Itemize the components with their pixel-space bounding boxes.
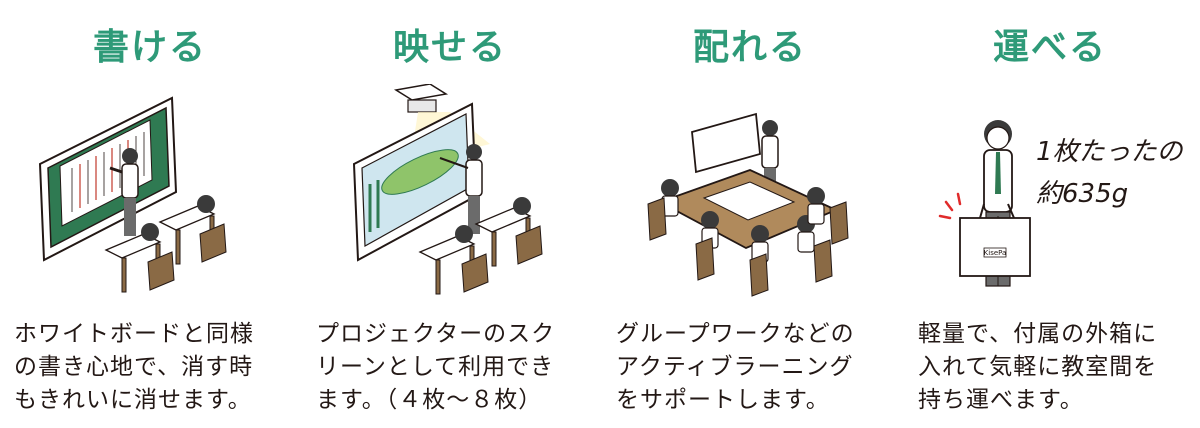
feature-carry: 運べる KisePa 1枚たったの 約635g 軽量で、付属の: [900, 0, 1200, 428]
projector-screen-icon: [352, 84, 543, 295]
feature-write: 書ける: [0, 0, 300, 428]
feature-description: グループワークなどの アクティブラーニング をサポートします。: [616, 318, 896, 417]
feature-title: 映せる: [392, 27, 507, 68]
weight-note-line: 約635g: [1036, 179, 1128, 209]
group-work-table-icon: [647, 112, 849, 297]
feature-distribute: 配れる: [600, 0, 900, 428]
desc-line: ます。（４枚～８枚）: [316, 387, 543, 413]
desc-line: もきれいに消せます。: [14, 387, 252, 413]
desc-line: 入れて気軽に教室間を: [918, 354, 1158, 380]
person-carrying-bag-icon: KisePa 1枚たったの 約635g: [938, 120, 1185, 287]
desc-line: グループワークなどの: [616, 321, 855, 347]
desc-line: プロジェクターのスク: [316, 321, 556, 347]
bag-label: KisePa: [984, 249, 1007, 257]
desc-line: 軽量で、付属の外箱に: [918, 321, 1158, 347]
desc-line: リーンとして利用でき: [316, 354, 555, 380]
feature-title: 配れる: [692, 27, 807, 68]
feature-description: 軽量で、付属の外箱に 入れて気軽に教室間を 持ち運べます。: [918, 318, 1198, 417]
feature-project: 映せる: [300, 0, 600, 428]
feature-title: 書ける: [92, 27, 207, 68]
desc-line: ホワイトボードと同様: [14, 321, 254, 347]
teacher-writing-on-blackboard-icon: [38, 96, 227, 293]
desc-line: をサポートします。: [616, 387, 830, 413]
weight-note-line: 1枚たったの: [1036, 137, 1185, 167]
feature-title: 運べる: [992, 27, 1107, 68]
desc-line: アクティブラーニング: [616, 354, 854, 380]
feature-description: ホワイトボードと同様 の書き心地で、消す時 もきれいに消せます。: [14, 318, 294, 417]
desc-line: 持ち運べます。: [918, 387, 1084, 413]
desc-line: の書き心地で、消す時: [14, 354, 254, 380]
feature-description: プロジェクターのスク リーンとして利用でき ます。（４枚～８枚）: [316, 318, 596, 417]
